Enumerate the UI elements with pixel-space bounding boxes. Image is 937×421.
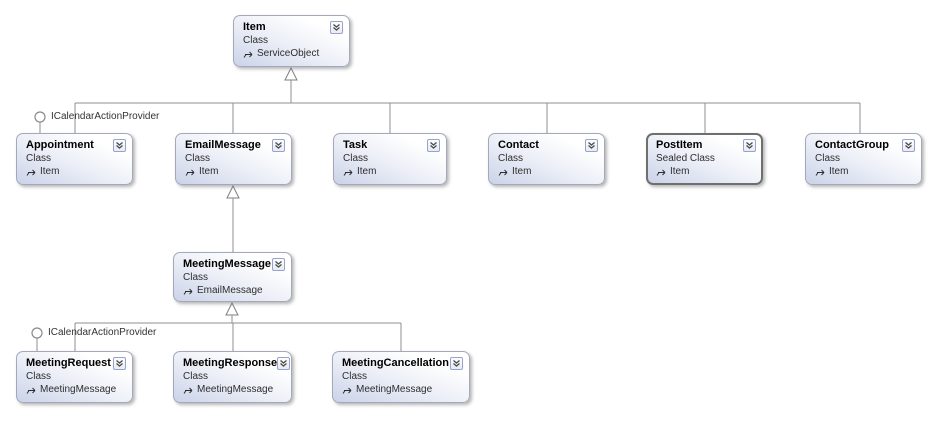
inherits-arrow-icon (183, 386, 194, 395)
inherits-arrow-icon (243, 50, 254, 59)
class-title: MeetingRequest (26, 357, 111, 369)
collapse-chevron-icon[interactable] (585, 139, 598, 152)
base-type-row: Item (343, 166, 440, 178)
base-type-row: EmailMessage (183, 285, 285, 297)
base-type-row: MeetingMessage (26, 384, 126, 396)
base-type: EmailMessage (197, 285, 263, 296)
base-type: Item (357, 166, 377, 177)
class-node-meetingresponse[interactable]: MeetingResponse Class MeetingMessage (173, 351, 292, 403)
class-kind: Class (26, 371, 52, 382)
base-type: Item (670, 166, 690, 177)
collapse-chevron-icon[interactable] (743, 139, 756, 152)
class-kind: Class (26, 153, 52, 164)
collapse-chevron-icon[interactable] (427, 139, 440, 152)
class-title: Task (343, 139, 368, 151)
inheritance-connector-item-children (74, 66, 861, 133)
class-title: Item (243, 21, 266, 33)
class-title: MeetingResponse (183, 357, 278, 369)
base-type-row: Item (815, 166, 915, 178)
inherits-arrow-icon (183, 287, 194, 296)
base-type: Item (199, 166, 219, 177)
base-type: ServiceObject (257, 48, 320, 59)
base-type-row: Item (656, 166, 756, 178)
base-type: Item (40, 166, 60, 177)
base-type-row: MeetingMessage (342, 384, 463, 396)
class-title: PostItem (656, 139, 703, 151)
collapse-chevron-icon[interactable] (113, 357, 126, 370)
class-node-appointment[interactable]: Appointment Class Item (16, 133, 133, 185)
collapse-chevron-icon[interactable] (272, 139, 285, 152)
inherits-arrow-icon (26, 386, 37, 395)
inheritance-connector-emailmessage-meetingmessage (226, 184, 240, 252)
class-title: MeetingCancellation (342, 357, 449, 369)
class-kind: Class (815, 153, 841, 164)
class-title: ContactGroup (815, 139, 889, 151)
base-type: Item (512, 166, 532, 177)
inheritance-connector-meetingmessage-children (74, 301, 402, 351)
base-type-row: Item (26, 166, 126, 178)
inherits-arrow-icon (342, 386, 353, 395)
collapse-chevron-icon[interactable] (272, 258, 285, 271)
class-node-postitem[interactable]: PostItem Sealed Class Item (646, 133, 763, 185)
inherits-arrow-icon (656, 168, 667, 177)
inherits-arrow-icon (26, 168, 37, 177)
class-kind: Sealed Class (656, 153, 715, 164)
class-title: EmailMessage (185, 139, 261, 151)
interface-lollipop-icon (34, 111, 46, 133)
collapse-chevron-icon[interactable] (330, 21, 343, 34)
collapse-chevron-icon[interactable] (277, 357, 291, 370)
class-node-contactgroup[interactable]: ContactGroup Class Item (805, 133, 922, 185)
base-type: MeetingMessage (197, 384, 274, 395)
base-type: Item (829, 166, 849, 177)
class-node-meetingrequest[interactable]: MeetingRequest Class MeetingMessage (16, 351, 133, 403)
class-node-item[interactable]: Item Class ServiceObject (233, 15, 350, 67)
collapse-chevron-icon[interactable] (450, 357, 463, 370)
class-node-contact[interactable]: Contact Class Item (488, 133, 605, 185)
interface-label: ICalendarActionProvider (51, 111, 160, 122)
class-node-emailmessage[interactable]: EmailMessage Class Item (175, 133, 292, 185)
class-kind: Class (343, 153, 369, 164)
collapse-chevron-icon[interactable] (113, 139, 126, 152)
class-node-meetingcancellation[interactable]: MeetingCancellation Class MeetingMessage (332, 351, 470, 403)
class-kind: Class (183, 272, 209, 283)
collapse-chevron-icon[interactable] (902, 139, 915, 152)
class-node-task[interactable]: Task Class Item (333, 133, 447, 185)
base-type-row: MeetingMessage (183, 384, 285, 396)
base-type: MeetingMessage (356, 384, 433, 395)
class-title: Contact (498, 139, 539, 151)
inherits-arrow-icon (343, 168, 354, 177)
class-kind: Class (498, 153, 524, 164)
interface-lollipop-icon (31, 327, 43, 351)
class-title: MeetingMessage (183, 258, 272, 270)
base-type: MeetingMessage (40, 384, 117, 395)
base-type-row: Item (498, 166, 598, 178)
class-kind: Class (185, 153, 211, 164)
class-kind: Class (243, 35, 269, 46)
inherits-arrow-icon (815, 168, 826, 177)
class-kind: Class (183, 371, 209, 382)
interface-label: ICalendarActionProvider (48, 327, 157, 338)
base-type-row: Item (185, 166, 285, 178)
inherits-arrow-icon (185, 168, 196, 177)
class-node-meetingmessage[interactable]: MeetingMessage Class EmailMessage (173, 252, 292, 302)
base-type-row: ServiceObject (243, 48, 343, 60)
class-title: Appointment (26, 139, 94, 151)
inherits-arrow-icon (498, 168, 509, 177)
class-kind: Class (342, 371, 368, 382)
